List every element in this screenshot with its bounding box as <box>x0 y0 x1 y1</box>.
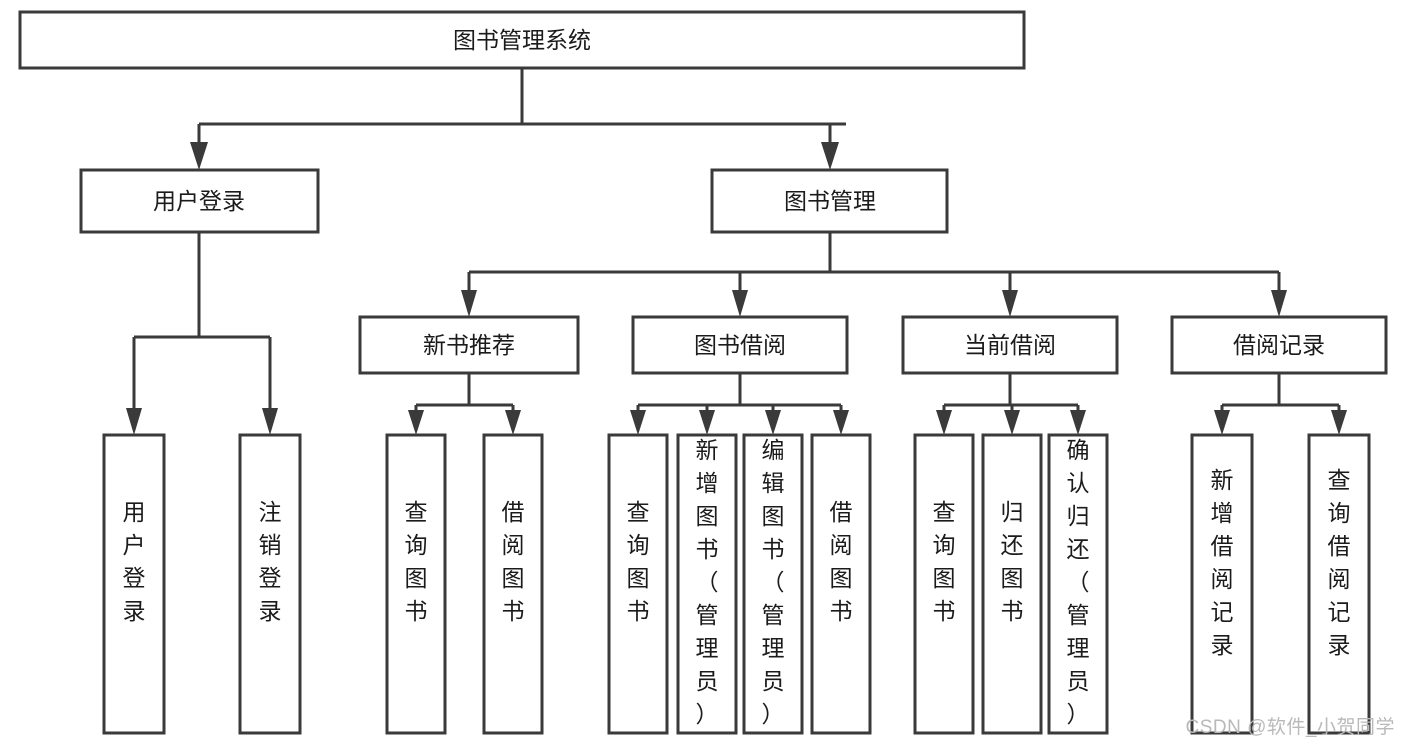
arrowhead-book-borrow <box>732 290 748 317</box>
node-leaf-return-book-label: 归还图书 <box>1001 499 1024 624</box>
arrowhead-borrow-record <box>1271 290 1287 317</box>
node-leaf-query-book-1-box[interactable] <box>385 433 447 735</box>
arrowhead-leaf-borrow-book-1 <box>505 410 521 435</box>
arrowhead-leaf-return-book <box>1004 410 1020 435</box>
node-leaf-borrow-book-2-box[interactable] <box>810 433 872 735</box>
node-leaf-query-book-1-label: 查询图书 <box>405 499 428 624</box>
node-leaf-borrow-book-1-box[interactable] <box>482 433 544 735</box>
node-user-login[interactable]: 用户登录 <box>79 168 320 234</box>
node-leaf-confirm-return-label: 确认归还（管理员） <box>1067 437 1090 727</box>
arrowhead-current-borrow <box>1002 290 1018 317</box>
node-leaf-user-login[interactable]: 用户登录 <box>102 433 166 735</box>
node-new-book-rec[interactable]: 新书推荐 <box>358 315 580 375</box>
arrowhead-leaf-add-record <box>1214 410 1230 435</box>
node-leaf-confirm-return[interactable]: 确认归还（管理员） <box>1047 433 1109 735</box>
node-leaf-borrow-book-1[interactable]: 借阅图书 <box>482 433 544 735</box>
node-new-book-rec-label: 新书推荐 <box>423 332 515 358</box>
arrowhead-leaf-query-book-3 <box>936 410 952 435</box>
node-borrow-record[interactable]: 借阅记录 <box>1170 315 1388 375</box>
node-leaf-return-book-box[interactable] <box>981 433 1043 735</box>
arrowhead-leaf-query-record <box>1331 410 1347 435</box>
node-leaf-query-book-3-box[interactable] <box>913 433 975 735</box>
node-leaf-query-book-3[interactable]: 查询图书 <box>913 433 975 735</box>
node-user-login-label: 用户登录 <box>153 188 245 214</box>
node-leaf-query-record[interactable]: 查询借阅记录 <box>1307 433 1371 735</box>
node-current-borrow-label: 当前借阅 <box>964 332 1056 358</box>
node-leaf-query-book-2[interactable]: 查询图书 <box>607 433 669 735</box>
node-book-manage[interactable]: 图书管理 <box>710 168 949 234</box>
arrowhead-book-manage <box>821 142 839 170</box>
arrowhead-leaf-query-book-2 <box>630 410 646 435</box>
node-borrow-record-label: 借阅记录 <box>1233 332 1325 358</box>
arrowhead-leaf-borrow-book-2 <box>833 410 849 435</box>
node-book-borrow[interactable]: 图书借阅 <box>631 315 849 375</box>
node-book-manage-label: 图书管理 <box>784 188 876 214</box>
node-new-book-rec-box[interactable] <box>358 315 580 375</box>
node-leaf-user-login-label: 用户登录 <box>123 499 146 624</box>
node-leaf-query-book-1[interactable]: 查询图书 <box>385 433 447 735</box>
arrowhead-leaf-add-book <box>699 410 715 435</box>
node-leaf-add-book[interactable]: 新增图书（管理员） <box>676 433 738 735</box>
node-leaf-user-logout-box[interactable] <box>238 433 302 735</box>
node-borrow-record-box[interactable] <box>1170 315 1388 375</box>
node-root-box[interactable] <box>18 10 1026 70</box>
arrowhead-leaf-user-login <box>126 408 142 435</box>
node-leaf-confirm-return-box[interactable] <box>1047 433 1109 735</box>
node-current-borrow-box[interactable] <box>901 315 1119 375</box>
node-leaf-user-login-box[interactable] <box>102 433 166 735</box>
node-root-label: 图书管理系统 <box>453 27 591 53</box>
node-leaf-edit-book-label: 编辑图书（管理员） <box>762 437 785 727</box>
node-leaf-query-record-label: 查询借阅记录 <box>1328 467 1351 658</box>
node-leaf-query-book-2-box[interactable] <box>607 433 669 735</box>
node-leaf-add-book-label: 新增图书（管理员） <box>696 437 719 727</box>
node-leaf-user-logout-label: 注销登录 <box>259 499 282 624</box>
node-leaf-query-record-box[interactable] <box>1307 433 1371 735</box>
node-leaf-edit-book[interactable]: 编辑图书（管理员） <box>742 433 804 735</box>
node-leaf-return-book[interactable]: 归还图书 <box>981 433 1043 735</box>
node-book-borrow-label: 图书借阅 <box>694 332 786 358</box>
node-leaf-user-logout[interactable]: 注销登录 <box>238 433 302 735</box>
node-leaf-add-book-box[interactable] <box>676 433 738 735</box>
node-user-login-box[interactable] <box>79 168 320 234</box>
node-leaf-query-book-2-label: 查询图书 <box>627 499 650 624</box>
arrowhead-leaf-query-book-1 <box>408 410 424 435</box>
node-leaf-borrow-book-2[interactable]: 借阅图书 <box>810 433 872 735</box>
node-root[interactable]: 图书管理系统 <box>18 10 1026 70</box>
node-leaf-query-book-3-label: 查询图书 <box>933 499 956 624</box>
node-leaf-add-record-label: 新增借阅记录 <box>1211 467 1234 658</box>
node-leaf-borrow-book-2-label: 借阅图书 <box>830 499 853 624</box>
node-leaf-add-record[interactable]: 新增借阅记录 <box>1190 433 1254 735</box>
arrowhead-leaf-confirm-return <box>1070 410 1086 435</box>
node-book-borrow-box[interactable] <box>631 315 849 375</box>
connector-layer <box>126 68 1347 435</box>
node-leaf-add-record-box[interactable] <box>1190 433 1254 735</box>
node-book-manage-box[interactable] <box>710 168 949 234</box>
node-leaf-borrow-book-1-label: 借阅图书 <box>502 499 525 624</box>
arrowhead-new-book-rec <box>461 290 477 317</box>
arrowhead-leaf-edit-book <box>765 410 781 435</box>
node-current-borrow[interactable]: 当前借阅 <box>901 315 1119 375</box>
node-leaf-edit-book-box[interactable] <box>742 433 804 735</box>
arrowhead-user-login <box>190 142 208 170</box>
arrowhead-leaf-user-logout <box>262 408 278 435</box>
